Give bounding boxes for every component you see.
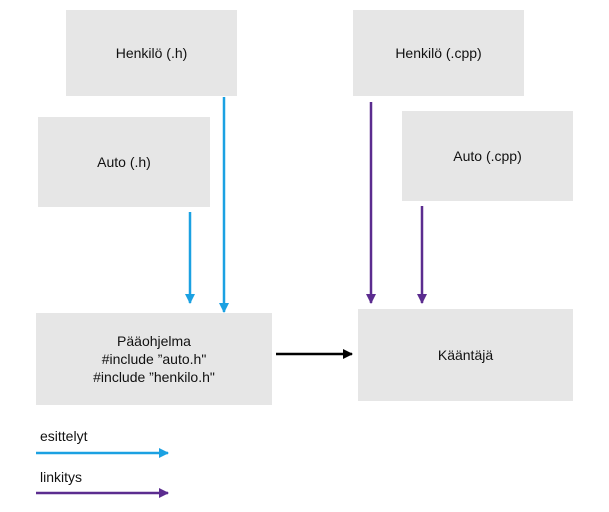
henkilo-cpp-label: Henkilö (.cpp): [395, 45, 482, 61]
paaohjelma-include-auto: #include ”auto.h": [101, 351, 207, 367]
legend-linkitys-label: linkitys: [40, 469, 83, 485]
henkilo-cpp-box: Henkilö (.cpp): [353, 10, 524, 96]
auto-cpp-label: Auto (.cpp): [453, 148, 522, 164]
henkilo-h-label: Henkilö (.h): [115, 45, 188, 61]
legend-esittelyt-label: esittelyt: [40, 428, 88, 444]
auto-cpp-box: Auto (.cpp): [402, 111, 573, 201]
kaantaja-label: Kääntäjä: [437, 347, 494, 363]
auto-h-label: Auto (.h): [97, 154, 151, 170]
paaohjelma-title: Pääohjelma: [117, 333, 191, 349]
auto-h-box: Auto (.h): [38, 117, 210, 207]
paaohjelma-include-henkilo: #include ”henkilo.h": [93, 369, 215, 385]
kaantaja-box: Kääntäjä: [358, 309, 573, 401]
henkilo-h-box: Henkilö (.h): [66, 10, 237, 96]
paaohjelma-box: Pääohjelma #include ”auto.h" #include ”h…: [36, 313, 272, 405]
